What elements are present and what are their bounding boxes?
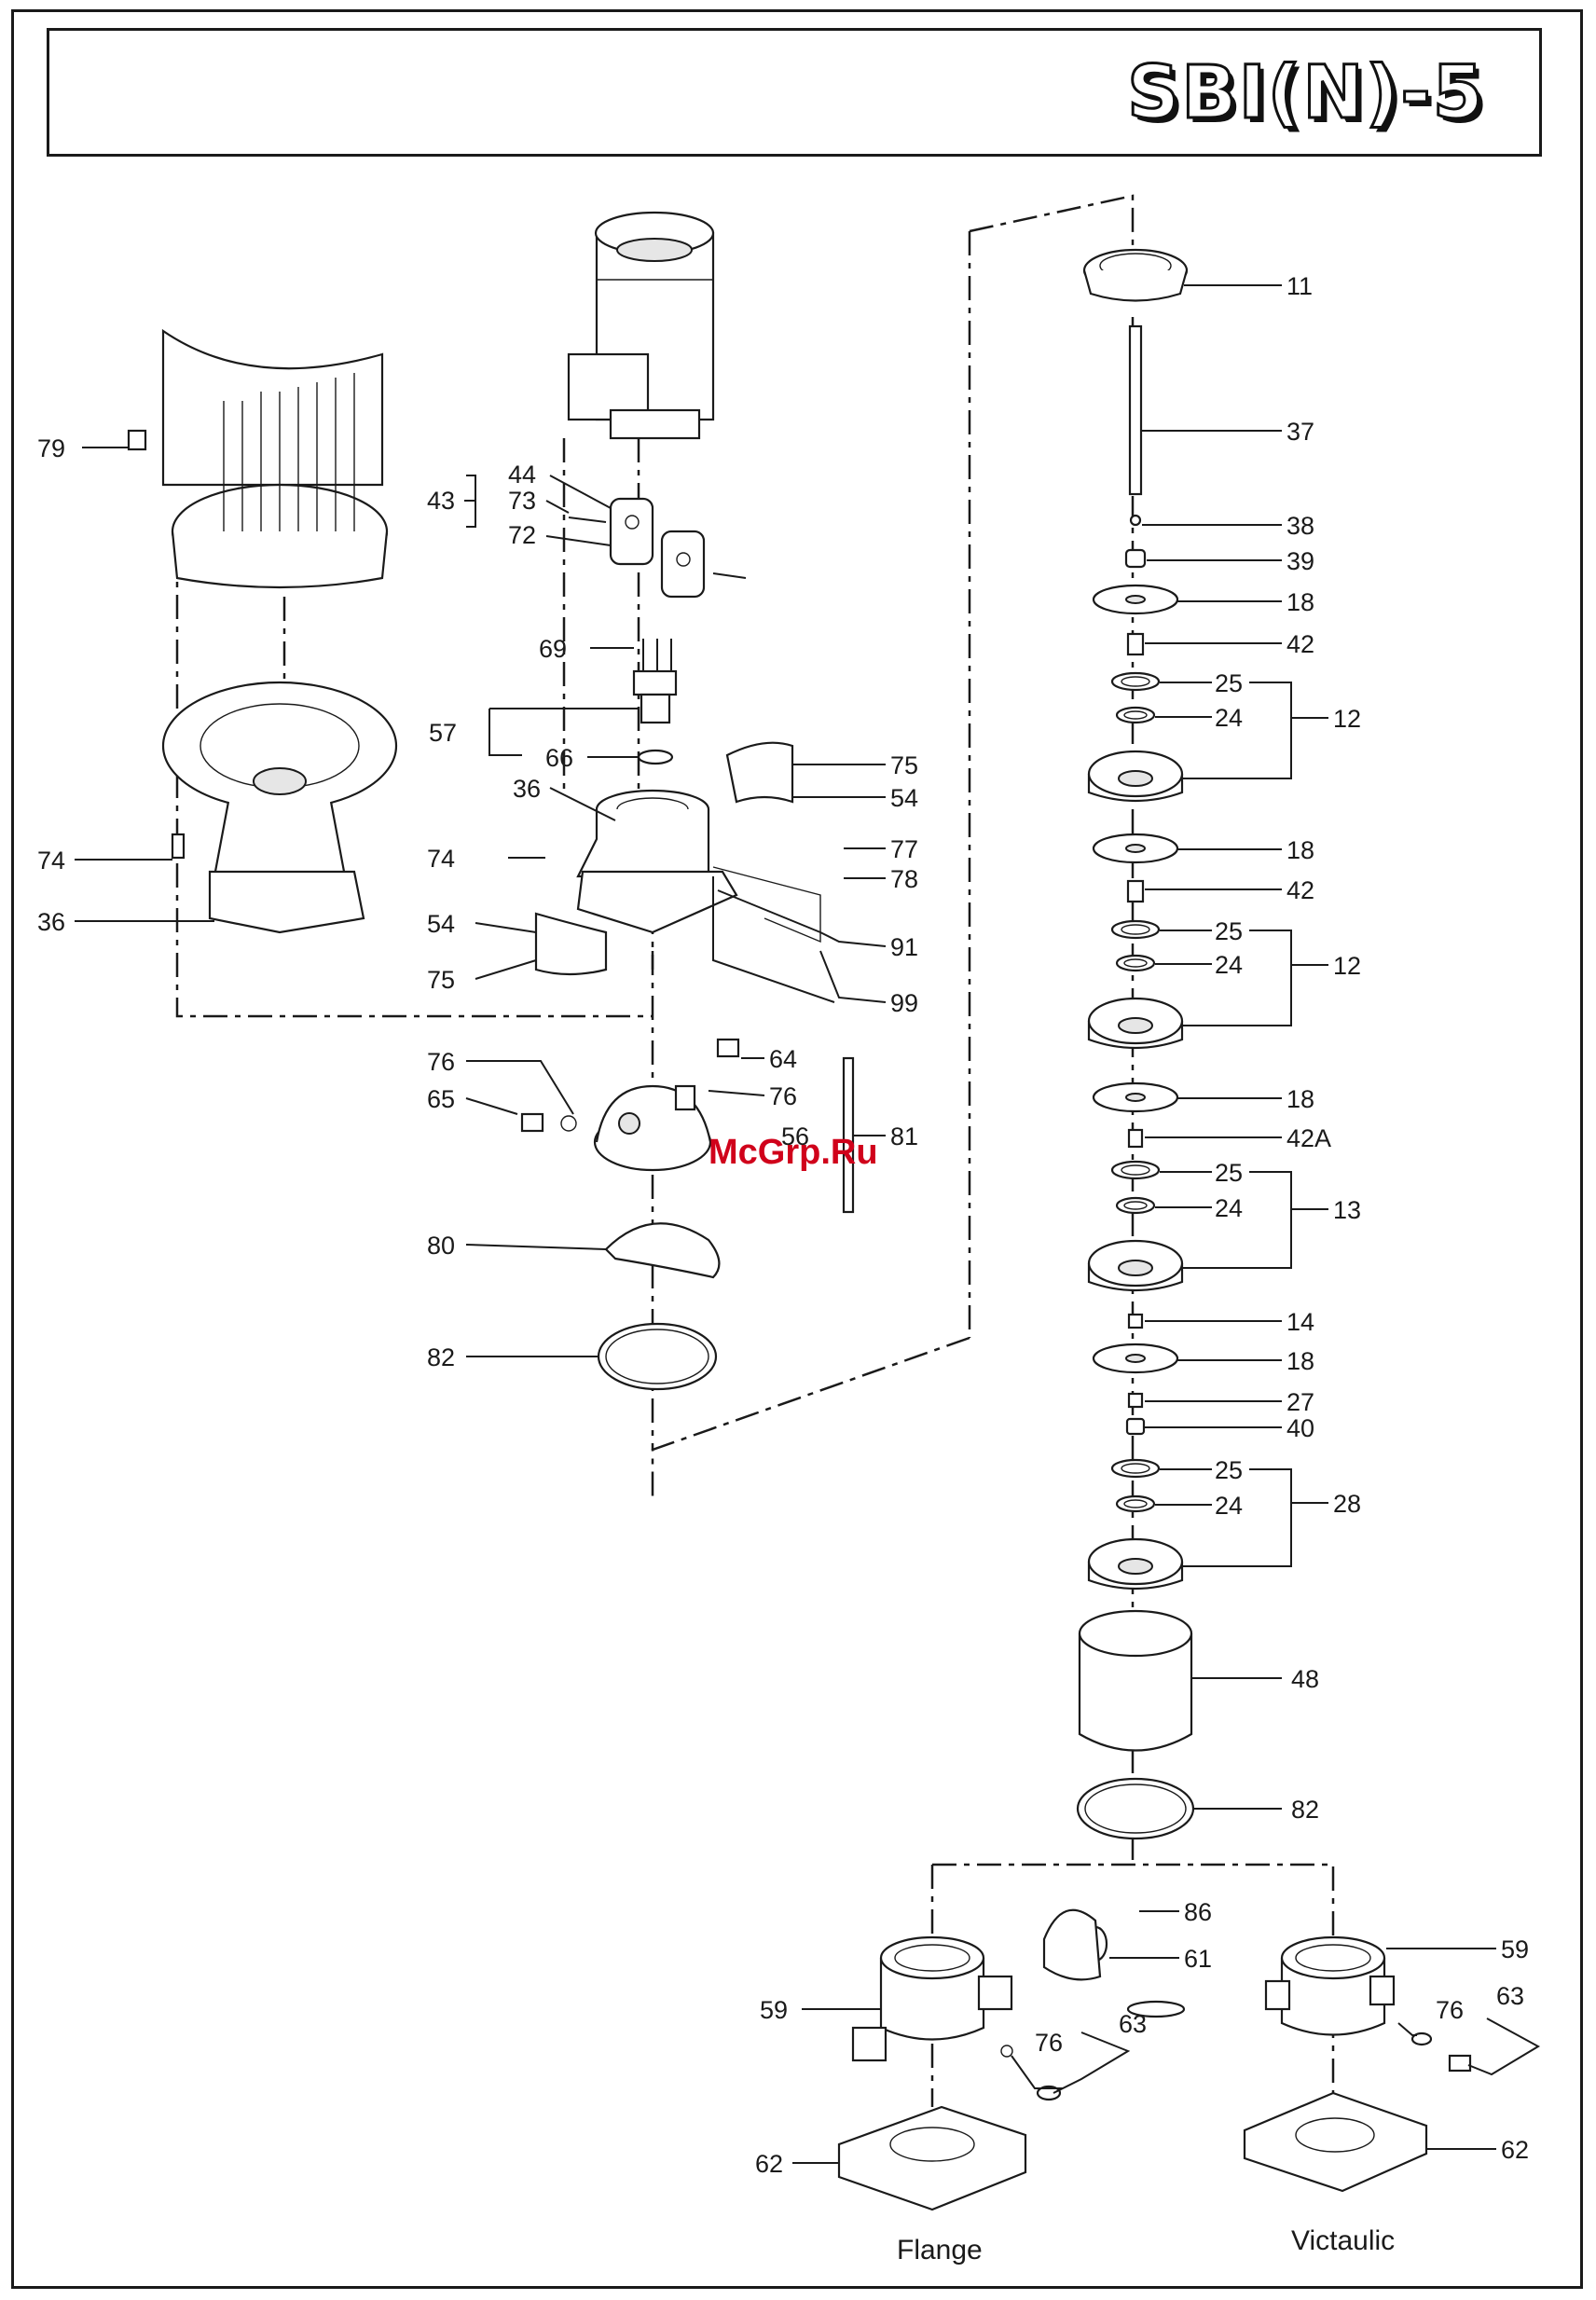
- stack-shaft-37: [1130, 326, 1141, 525]
- stack-stage-4: [1089, 1315, 1182, 1589]
- callout-label: 99: [890, 989, 918, 1017]
- callout-label: 24: [1215, 1194, 1243, 1222]
- callout-label: 65: [427, 1085, 455, 1113]
- stack-stage-1: [1089, 585, 1182, 801]
- pump-head: [522, 1040, 738, 1170]
- motor-stool-left: [163, 682, 396, 932]
- callout-label: 74: [427, 845, 455, 873]
- callout-label: 39: [1286, 547, 1314, 575]
- base-victaulic: [1245, 1937, 1470, 2191]
- callout-label: 77: [890, 835, 918, 863]
- callout-label: 18: [1286, 1347, 1314, 1375]
- callout-label: 24: [1215, 951, 1243, 979]
- callout-label: 44: [508, 461, 536, 489]
- callout-label: 42A: [1286, 1124, 1331, 1152]
- callout-label: 54: [890, 784, 918, 812]
- clip-and-oring-upper: [598, 1223, 719, 1389]
- callout-label: 82: [427, 1343, 455, 1371]
- callout-label: 72: [508, 521, 536, 549]
- callout-label: 18: [1286, 588, 1314, 616]
- shaft-seal: [634, 639, 676, 764]
- coupling-halves: [569, 499, 746, 597]
- callout-label: 76: [769, 1082, 797, 1110]
- callout-label: 76: [1436, 1996, 1464, 2024]
- callout-label: 36: [513, 775, 541, 803]
- stack-inlet-ring-11: [1084, 250, 1187, 301]
- callout-label: 63: [1119, 2010, 1147, 2038]
- callout-label: 43: [427, 487, 455, 515]
- stack-nut-39: [1126, 550, 1145, 567]
- callout-label: 12: [1333, 952, 1361, 980]
- callout-label: 13: [1333, 1196, 1361, 1224]
- callout-label: 40: [1286, 1414, 1314, 1442]
- callout-label: 62: [755, 2150, 783, 2178]
- callout-label: 27: [1286, 1388, 1314, 1416]
- callout-label: 24: [1215, 704, 1243, 732]
- callout-label: 62: [1501, 2136, 1529, 2164]
- callout-label: 81: [890, 1122, 918, 1150]
- callout-label: 37: [1286, 418, 1314, 446]
- callout-label: 64: [769, 1045, 797, 1073]
- callout-label: 76: [1035, 2029, 1063, 2057]
- stack-sleeve-48: [1080, 1611, 1191, 1751]
- callout-label: 76: [427, 1048, 455, 1076]
- callout-label: 73: [508, 487, 536, 515]
- callout-label: 91: [890, 933, 918, 961]
- callout-label: 14: [1286, 1308, 1314, 1336]
- callout-label: 25: [1215, 917, 1243, 945]
- callout-label: 12: [1333, 705, 1361, 733]
- callout-label: 59: [760, 1996, 788, 2024]
- callout-label: 38: [1286, 512, 1314, 540]
- watermark: McGrp.Ru: [709, 1133, 878, 1172]
- callout-label: 28: [1333, 1490, 1361, 1518]
- stack-oring-82: [1078, 1779, 1193, 1839]
- callout-label: 25: [1215, 1159, 1243, 1187]
- callout-label: 61: [1184, 1945, 1212, 1973]
- callout-label: 25: [1215, 669, 1243, 697]
- callout-label: 78: [890, 865, 918, 893]
- callout-label: 36: [37, 908, 65, 936]
- callout-label: 75: [890, 751, 918, 779]
- callout-label: 69: [539, 635, 567, 663]
- flange-caption: Flange: [897, 2235, 983, 2266]
- callout-label: 57: [429, 719, 457, 747]
- callout-label: 11: [1286, 272, 1313, 300]
- victaulic-caption: Victaulic: [1291, 2225, 1395, 2256]
- motor-assembly: [569, 213, 713, 438]
- callout-label: 86: [1184, 1898, 1212, 1926]
- callout-label: 48: [1291, 1665, 1319, 1693]
- base-flange: [839, 1910, 1184, 2210]
- callout-label: 82: [1291, 1796, 1319, 1824]
- callout-label: 79: [37, 434, 65, 462]
- stack-stage-3: [1089, 1083, 1182, 1290]
- callout-label: 75: [427, 966, 455, 994]
- callout-label: 25: [1215, 1456, 1243, 1484]
- callout-label: 66: [545, 744, 573, 772]
- callout-label: 18: [1286, 836, 1314, 864]
- stack-stage-2: [1089, 834, 1182, 1048]
- callout-label: 59: [1501, 1935, 1529, 1963]
- callout-label: 74: [37, 847, 65, 875]
- callout-label: 54: [427, 910, 455, 938]
- motor-left: [129, 331, 387, 587]
- callout-label: 24: [1215, 1492, 1243, 1520]
- callout-label: 18: [1286, 1085, 1314, 1113]
- callout-label: 42: [1286, 876, 1314, 904]
- callout-label: 42: [1286, 630, 1314, 658]
- callout-label: 63: [1496, 1982, 1524, 2010]
- callout-label: 80: [427, 1232, 455, 1260]
